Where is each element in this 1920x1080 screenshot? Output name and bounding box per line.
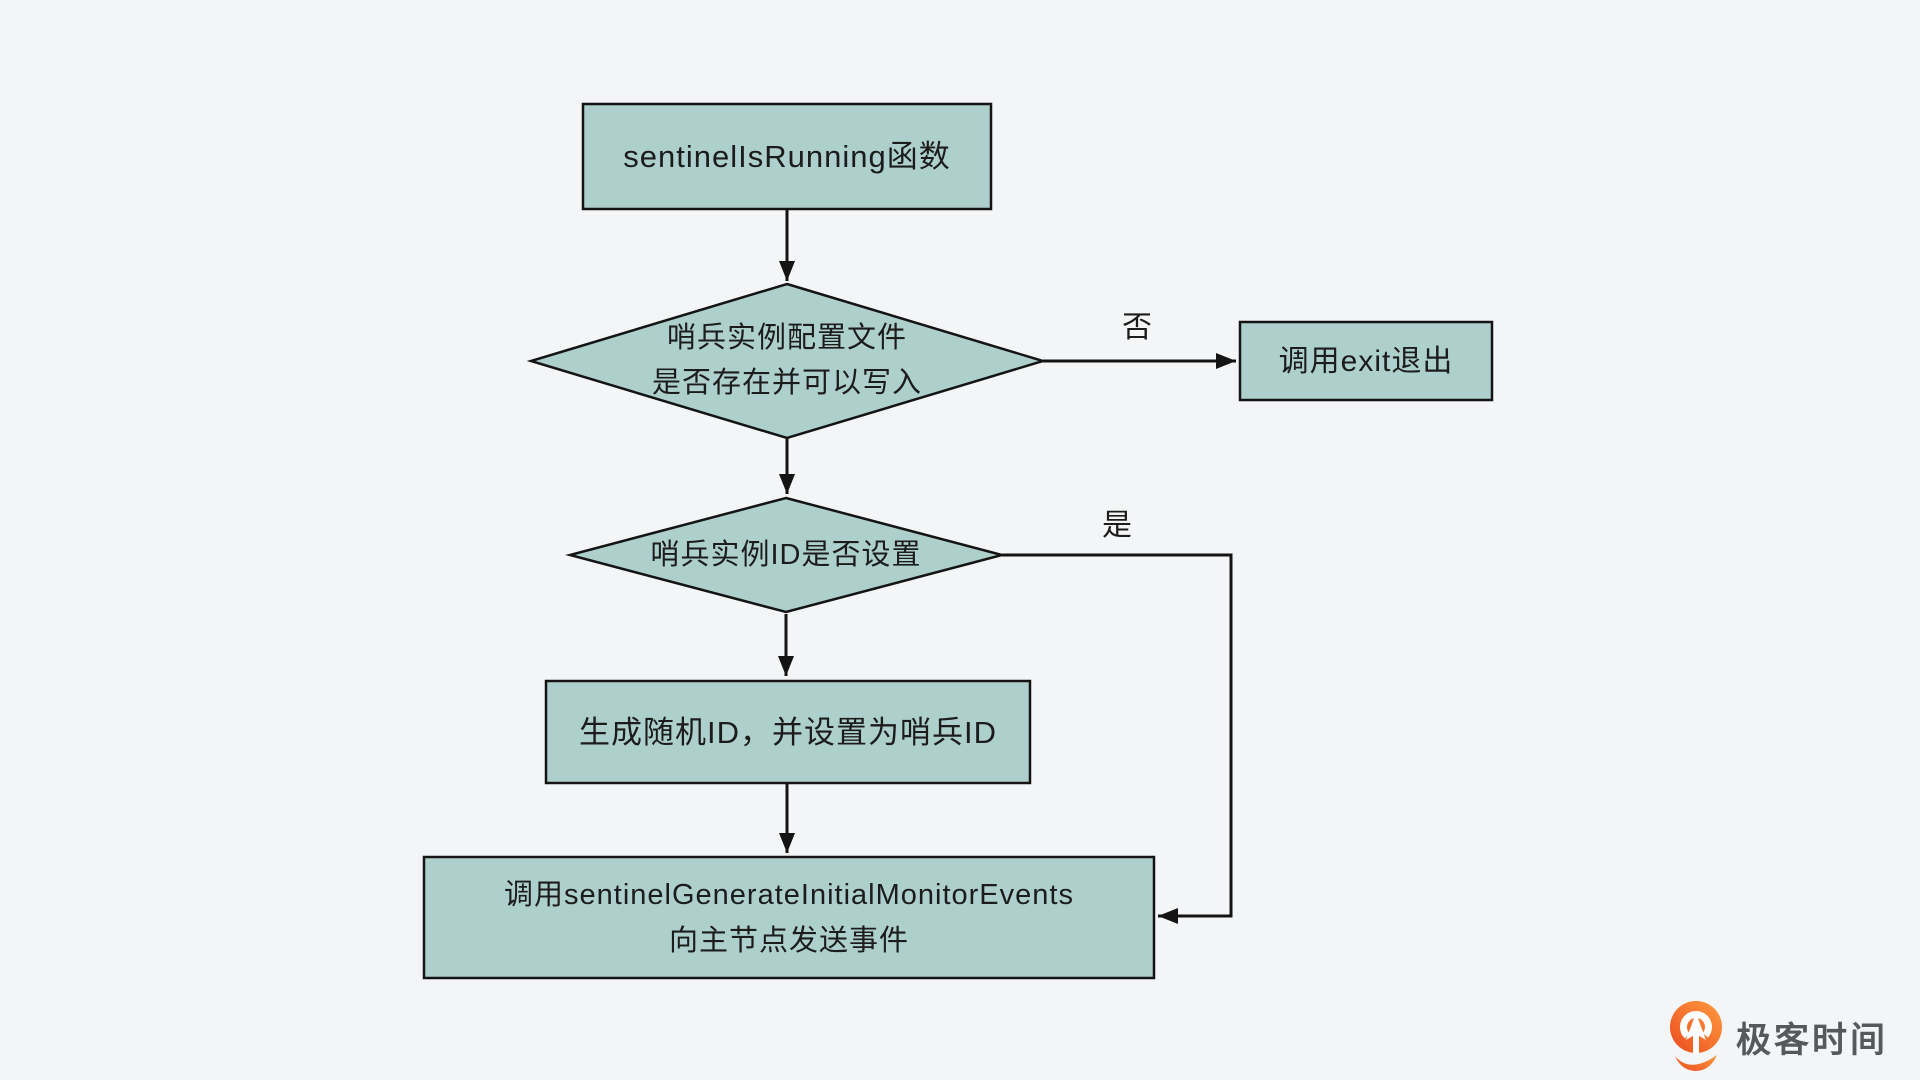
- node-decision-id-diamond: [565, 496, 1007, 614]
- node-generate-id-box: [544, 679, 1032, 785]
- send-events-label: 调用sentinelGenerateInitialMonitorEvents 向…: [424, 857, 1154, 978]
- decision-config-label-line1: 哨兵实例配置文件: [666, 322, 907, 354]
- geektime-logo-text: 极客时间: [1736, 1020, 1889, 1060]
- node-start-box: [581, 102, 993, 211]
- start-box-label: sentinelIsRunning函数: [623, 139, 951, 174]
- edge-yes-to-send-events: [1002, 553, 1233, 924]
- send-events-label-line1: 调用sentinelGenerateInitialMonitorEvents: [504, 878, 1074, 911]
- decision-id-label: 哨兵实例ID是否设置: [650, 538, 922, 571]
- send-events-label-line2: 向主节点发送事件: [668, 924, 909, 957]
- edges: [778, 209, 1236, 924]
- decision-config-label: 哨兵实例配置文件 是否存在并可以写入: [599, 300, 975, 422]
- branch-no-label: 否: [1122, 311, 1152, 344]
- node-exit-box: [1238, 320, 1494, 402]
- geektime-logo: 极客时间: [1668, 1000, 1888, 1074]
- node-decision-config-diamond: [526, 282, 1048, 440]
- generate-id-label: 生成随机ID，并设置为哨兵ID: [579, 714, 997, 750]
- node-send-events-box: [422, 855, 1156, 980]
- branch-yes-label: 是: [1102, 509, 1132, 542]
- exit-box-label: 调用exit退出: [1278, 344, 1454, 378]
- decision-config-label-line2: 是否存在并可以写入: [651, 367, 922, 399]
- geektime-logo-icon: [1670, 1001, 1722, 1071]
